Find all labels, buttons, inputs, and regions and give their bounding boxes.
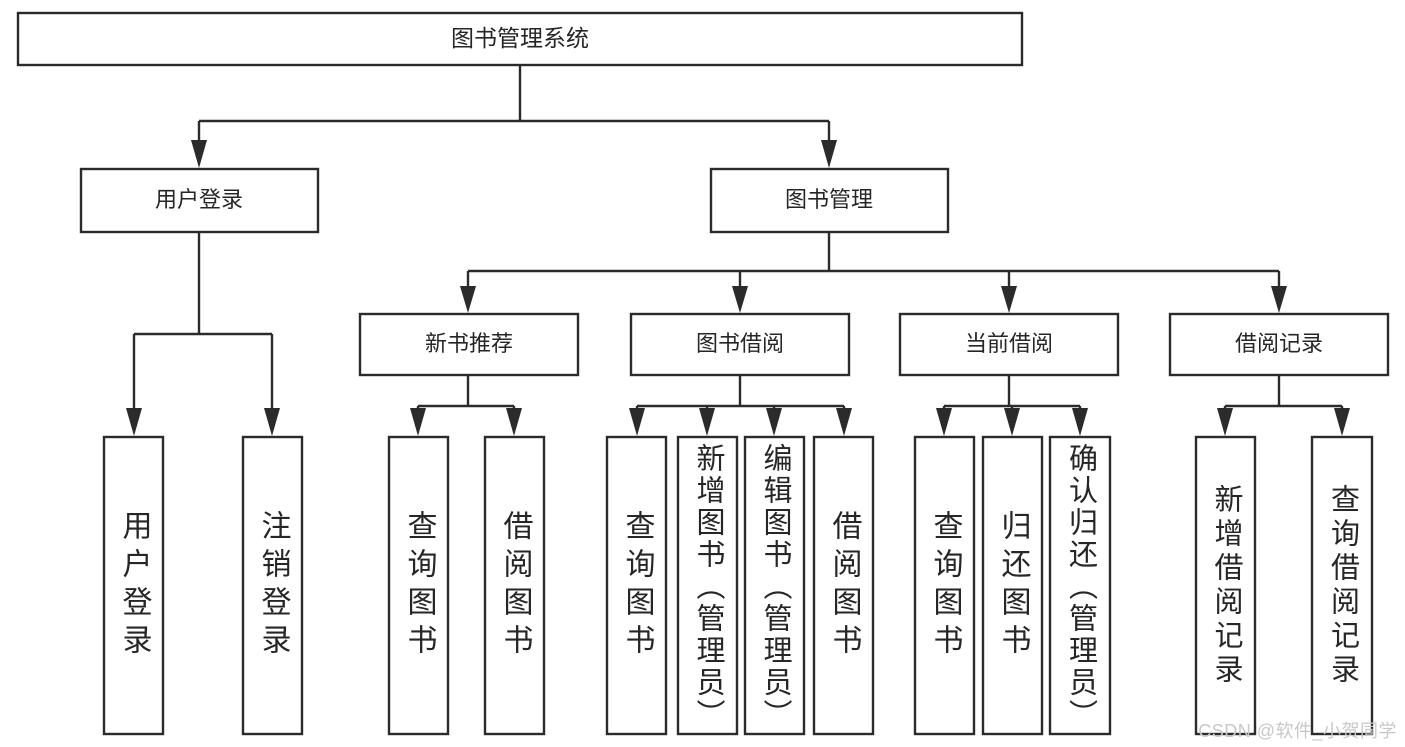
arrow-head-leaf-user-logout: [264, 408, 280, 436]
node-book-borrow[interactable]: 图书借阅: [629, 312, 851, 377]
arrow-head-leaf-edit-book: [766, 408, 782, 436]
arrow-head-leaf-query-book-3: [936, 408, 952, 436]
node-leaf-query-record-box[interactable]: [1310, 435, 1374, 736]
node-leaf-user-login-label: 用户登录: [117, 509, 151, 662]
arrow-head-leaf-add-record: [1217, 408, 1233, 436]
arrow-head-leaf-borrow-book-2: [836, 408, 852, 436]
node-leaf-add-record-label: 新增借阅记录: [1210, 483, 1242, 688]
node-leaf-confirm-return-box[interactable]: [1048, 435, 1112, 736]
arrow-head-leaf-return-book: [1004, 408, 1020, 436]
node-leaf-edit-book-label: 编辑图书（管理员）: [759, 443, 791, 731]
node-borrow-record-label: 借阅记录: [1235, 331, 1323, 356]
node-leaf-query-book-1-box[interactable]: [387, 435, 450, 736]
node-leaf-add-book-label: 新增图书（管理员）: [692, 443, 724, 731]
node-leaf-query-book-3-label: 查询图书: [928, 509, 962, 662]
node-leaf-user-login-box[interactable]: [102, 435, 165, 736]
node-current-borrow[interactable]: 当前借阅: [898, 312, 1120, 377]
arrow-head-book-borrow: [732, 286, 748, 313]
arrow-head-leaf-user-login: [126, 408, 142, 436]
arrow-head-leaf-confirm-return: [1072, 408, 1088, 436]
arrow-head-user-login: [191, 140, 207, 168]
node-user-login[interactable]: 用户登录: [79, 167, 320, 234]
node-book-borrow-box[interactable]: [629, 312, 851, 377]
node-book-manage-label: 图书管理: [785, 187, 873, 212]
arrow-head-borrow-record: [1271, 286, 1287, 313]
node-user-login-label: 用户登录: [155, 187, 243, 212]
node-leaf-add-book-box[interactable]: [676, 435, 739, 736]
node-leaf-add-record-box[interactable]: [1194, 435, 1257, 736]
node-leaf-query-book-2-label: 查询图书: [620, 509, 654, 662]
arrow-head-current-borrow: [1001, 286, 1017, 313]
node-new-book-recommend-box[interactable]: [358, 312, 580, 377]
node-leaf-borrow-book-1-box[interactable]: [483, 435, 546, 736]
node-new-book-recommend-label: 新书推荐: [425, 331, 513, 356]
node-current-borrow-box[interactable]: [898, 312, 1120, 377]
node-leaf-edit-book-box[interactable]: [743, 435, 806, 736]
node-leaf-user-logout-label: 注销登录: [256, 509, 290, 662]
node-leaf-query-book-1-label: 查询图书: [402, 509, 436, 662]
node-borrow-record[interactable]: 借阅记录: [1168, 312, 1390, 377]
node-leaf-borrow-book-2-label: 借阅图书: [827, 509, 861, 662]
node-root-label: 图书管理系统: [451, 25, 589, 51]
arrow-head-leaf-query-record: [1334, 408, 1350, 436]
leaf-nodes-layer: [102, 435, 1374, 736]
node-root[interactable]: 图书管理系统: [16, 11, 1024, 67]
node-new-book-recommend[interactable]: 新书推荐: [358, 312, 580, 377]
arrow-head-leaf-borrow-book-1: [506, 408, 522, 436]
node-leaf-return-book-box[interactable]: [981, 435, 1044, 736]
node-leaf-confirm-return-label: 确认归还（管理员）: [1064, 443, 1097, 731]
connector-layer: [126, 65, 1350, 436]
arrow-head-leaf-query-book-2: [629, 408, 645, 436]
node-root-box[interactable]: [16, 11, 1024, 67]
node-leaf-borrow-book-2-box[interactable]: [812, 435, 875, 736]
node-user-login-box[interactable]: [79, 167, 320, 234]
node-leaf-query-book-2-box[interactable]: [605, 435, 668, 736]
arrow-head-leaf-add-book: [699, 408, 715, 436]
arrow-head-new-book-recommend: [460, 286, 476, 313]
csdn-watermark: CSDN @软件_小贺同学: [1198, 721, 1397, 741]
node-leaf-user-logout-box[interactable]: [241, 435, 304, 736]
arrow-head-book-manage: [821, 140, 837, 168]
node-current-borrow-label: 当前借阅: [965, 331, 1053, 356]
node-leaf-return-book-label: 归还图书: [996, 509, 1030, 662]
node-leaf-query-record-label: 查询借阅记录: [1326, 483, 1359, 688]
node-book-manage[interactable]: 图书管理: [709, 167, 950, 234]
arrow-head-leaf-query-book-1: [410, 408, 426, 436]
node-book-manage-box[interactable]: [709, 167, 950, 234]
node-leaf-borrow-book-1-label: 借阅图书: [498, 509, 532, 662]
node-leaf-query-book-3-box[interactable]: [913, 435, 976, 736]
node-book-borrow-label: 图书借阅: [696, 331, 784, 356]
node-borrow-record-box[interactable]: [1168, 312, 1390, 377]
